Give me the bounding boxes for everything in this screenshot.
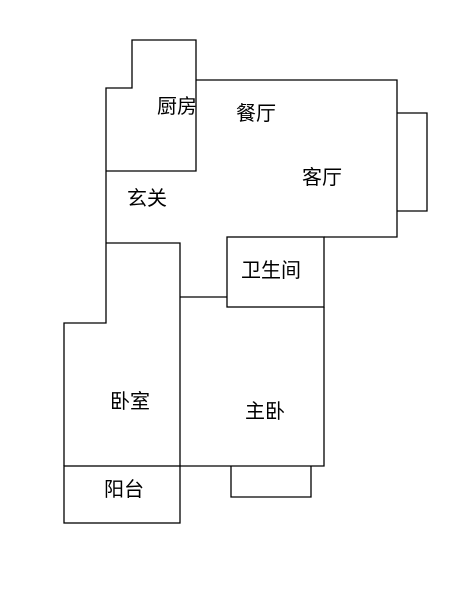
label-entrance: 玄关 [127, 186, 167, 210]
wall-bathroom [226, 236, 325, 308]
label-bedroom: 卧室 [110, 389, 150, 413]
wall-living-block [196, 79, 398, 238]
wall-bedroom [106, 242, 181, 466]
label-kitchen: 厨房 [157, 94, 197, 118]
label-bathroom: 卫生间 [241, 258, 301, 282]
wall-master-bedroom [180, 307, 325, 467]
wall-balcony [63, 465, 181, 524]
master-balcony [230, 466, 312, 498]
wall-bedroom-left [63, 243, 107, 466]
label-dining: 餐厅 [236, 101, 276, 125]
label-master-bedroom: 主卧 [245, 399, 285, 423]
label-balcony: 阳台 [104, 477, 144, 501]
label-living: 客厅 [302, 165, 342, 189]
wall-kitchen-outer [105, 39, 197, 172]
bay-window [397, 112, 428, 212]
